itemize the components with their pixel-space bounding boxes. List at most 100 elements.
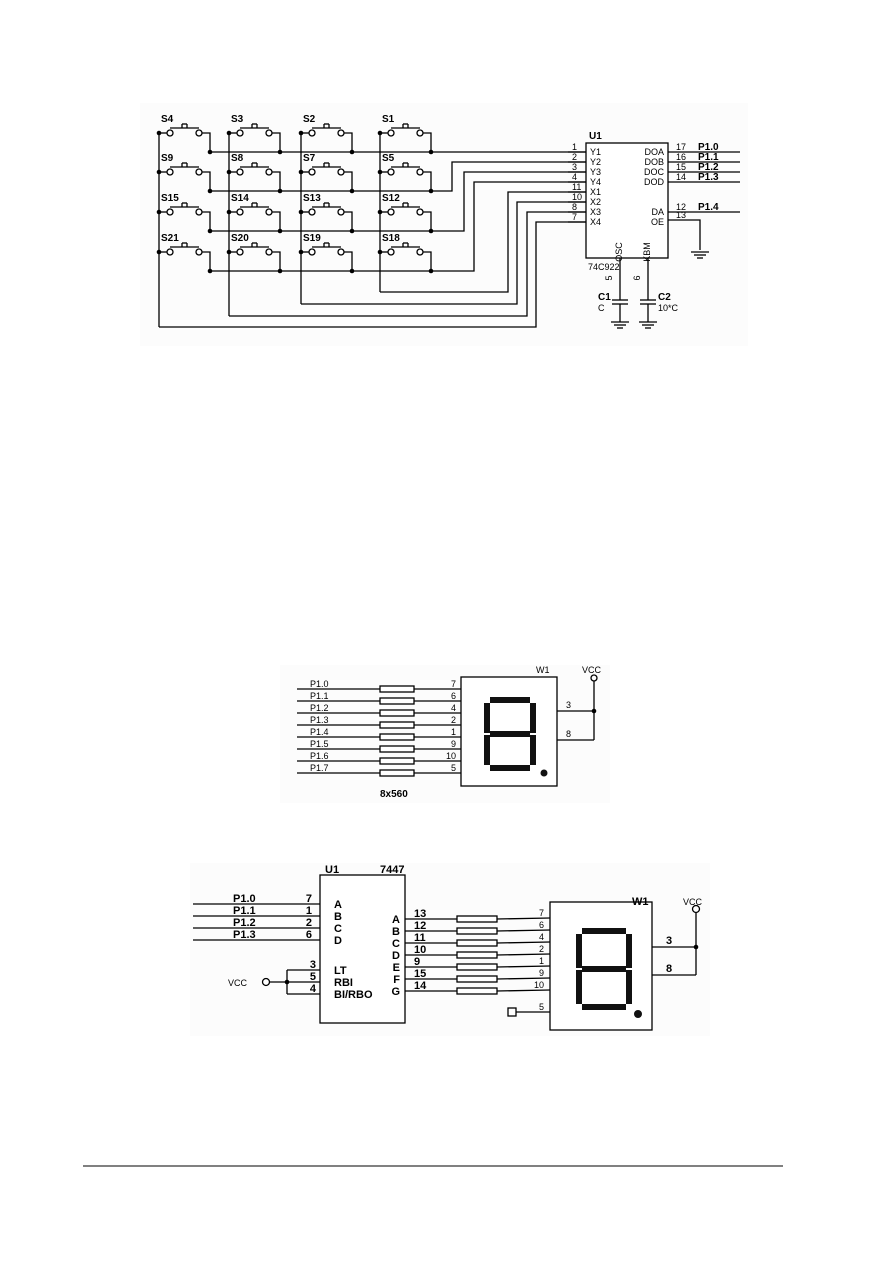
resistor: [379, 721, 415, 729]
output-name: F: [393, 974, 400, 986]
net-label: P1.2: [698, 162, 719, 173]
output-name: D: [392, 950, 400, 962]
pin-number: 6: [539, 920, 544, 930]
junction-dot: [156, 130, 162, 136]
terminal-circle: [416, 248, 424, 256]
terminal-circle: [308, 208, 316, 216]
switch-lead: [423, 251, 432, 271]
net-label: P1.0: [310, 679, 329, 689]
pin-name: DA: [651, 207, 664, 217]
pin-number: 5: [604, 275, 614, 280]
switch-lead: [202, 251, 211, 271]
oe-wire: [668, 219, 701, 250]
ic-ref: U1: [325, 864, 339, 876]
fig2-background: [280, 665, 610, 803]
switch-label: S5: [382, 153, 395, 164]
net-label: P1.4: [698, 202, 719, 213]
terminal-circle: [261, 977, 271, 987]
net-label: P1.1: [310, 691, 329, 701]
resistor: [379, 769, 415, 777]
net-label: P1.6: [310, 751, 329, 761]
pin-number: 11: [572, 182, 581, 192]
terminal-circle: [265, 168, 273, 176]
pin-name: DOC: [644, 167, 665, 177]
junction-dot: [349, 268, 355, 274]
pin-number: 1: [306, 905, 312, 917]
junction-dot: [156, 169, 162, 175]
junction-dot: [226, 209, 232, 215]
switch-lead: [202, 171, 211, 191]
pin-number: 7: [451, 679, 456, 689]
switch-lead: [344, 251, 353, 271]
display-segment: [484, 735, 490, 765]
terminal-circle: [590, 674, 598, 682]
junction-dot: [298, 209, 304, 215]
junction-dot: [591, 708, 597, 714]
pin-number: 13: [414, 908, 426, 920]
terminal-circle: [387, 129, 395, 137]
pin-number: 4: [572, 172, 577, 182]
net-label: P1.0: [233, 893, 256, 905]
junction-dot: [207, 268, 213, 274]
pin-name: Y3: [590, 167, 601, 177]
ic-part: 74C922: [588, 262, 620, 272]
terminal-circle: [195, 168, 203, 176]
switch-label: S21: [161, 233, 179, 244]
col-x4: [159, 221, 586, 328]
pin-number: 7: [539, 908, 544, 918]
display-segment: [582, 966, 626, 972]
junction-dot: [377, 249, 383, 255]
pin-number: 12: [676, 202, 686, 212]
pin-number: 10: [414, 944, 426, 956]
pin-number: 10: [572, 192, 582, 202]
junction-dot: [377, 130, 383, 136]
pin-number: 17: [676, 142, 686, 152]
terminal-circle: [265, 248, 273, 256]
col-x1: [380, 191, 586, 293]
terminal-circle: [265, 129, 273, 137]
switch-label: S18: [382, 233, 400, 244]
junction-dot: [377, 169, 383, 175]
switch-label: S8: [231, 153, 244, 164]
switch-lead: [202, 211, 211, 231]
junction-dot: [277, 188, 283, 194]
junction-dot: [277, 228, 283, 234]
k-terminal: [507, 1007, 517, 1017]
c1-ref: C1: [598, 292, 611, 303]
display-segment: [576, 970, 582, 1004]
junction-dot: [207, 228, 213, 234]
display-ref: W1: [536, 665, 550, 675]
pin-number: 5: [451, 763, 456, 773]
switch-label: S2: [303, 114, 316, 125]
pin-name: X2: [590, 197, 601, 207]
resistor-array-label: 8x560: [380, 789, 408, 800]
terminal-circle: [416, 168, 424, 176]
output-name: B: [392, 926, 400, 938]
switch-lead: [344, 211, 353, 231]
switch-lead: [202, 132, 211, 152]
switch-lead: [272, 251, 281, 271]
pin-number: 10: [446, 751, 456, 761]
junction-dot: [428, 268, 434, 274]
pin-name: BI/RBO: [334, 989, 373, 1001]
pin-number: 8: [572, 202, 577, 212]
terminal-circle: [236, 129, 244, 137]
pin-number: 2: [539, 944, 544, 954]
pin-name: B: [334, 911, 342, 923]
pin-name: C: [334, 923, 342, 935]
junction-dot: [284, 979, 290, 985]
display-segment: [576, 934, 582, 968]
display-segment: [582, 1004, 626, 1010]
terminal-circle: [337, 248, 345, 256]
resistor: [379, 709, 415, 717]
net-label: P1.7: [310, 763, 329, 773]
junction-dot: [156, 209, 162, 215]
terminal-circle: [236, 248, 244, 256]
junction-dot: [349, 188, 355, 194]
junction-dot: [349, 228, 355, 234]
pin-number: 7: [572, 212, 577, 222]
vcc-label: VCC: [228, 978, 248, 988]
